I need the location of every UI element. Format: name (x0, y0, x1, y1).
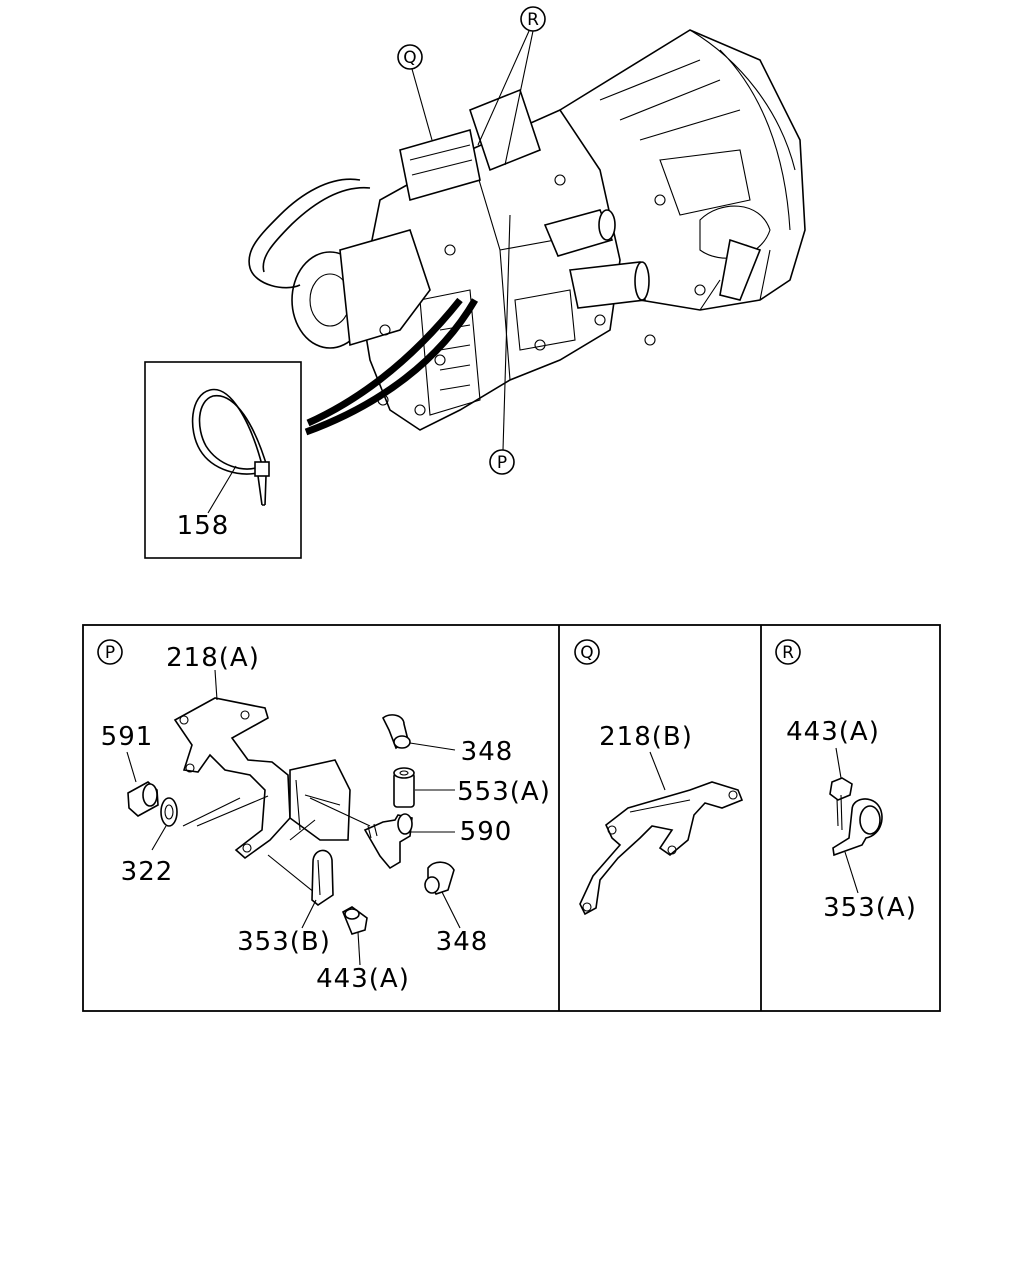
part-348-bottom-label: 348 (436, 927, 489, 957)
panel-q: Q 218(B) (574, 639, 744, 916)
panel-r-marker: R (782, 643, 794, 663)
part-218b-label: 218(B) (599, 722, 693, 752)
tee-connector-590-icon (363, 813, 413, 870)
panel-p-marker: P (105, 643, 115, 663)
part-218a-label: 218(A) (166, 643, 260, 673)
part-443a-label: 443(A) (316, 964, 410, 994)
callout-r: R (477, 6, 546, 166)
part-553a-label: 553(A) (457, 777, 551, 807)
detail-panels-frame (82, 624, 941, 1012)
callout-p-label: P (497, 453, 507, 473)
clip-353a-icon (832, 798, 883, 857)
part-591-label: 591 (101, 722, 154, 752)
panel-r: R 443(A) 353(A) (775, 639, 917, 923)
washer-322-icon (160, 797, 178, 827)
banjo-fitting-348-top-icon (382, 714, 411, 750)
clip-353b-icon (311, 849, 334, 906)
bolt-443a-icon (341, 906, 368, 935)
part-353b-label: 353(B) (237, 927, 331, 957)
banjo-fitting-348-bottom-icon (424, 861, 455, 895)
part-353a-label: 353(A) (823, 893, 917, 923)
callout-q: Q (397, 44, 433, 141)
cable-tie-icon (191, 388, 270, 506)
part-158-label: 158 (177, 511, 230, 541)
part-322-label: 322 (121, 857, 174, 887)
bracket-218b-icon (579, 781, 744, 916)
callout-p: P (489, 214, 515, 475)
bracket-218a-icon (173, 697, 351, 860)
transmission-assembly-drawing (248, 29, 806, 436)
panel-p: P 218(A) 591 322 (97, 639, 551, 994)
part-443a-r-label: 443(A) (786, 717, 880, 747)
nut-591-icon (127, 781, 159, 817)
panel-q-marker: Q (580, 643, 593, 663)
callout-q-label: Q (403, 48, 416, 68)
part-590-label: 590 (460, 817, 513, 847)
spacer-553a-icon (393, 767, 415, 808)
bolt-443a-r-icon (829, 777, 853, 831)
part-348-top-label: 348 (461, 737, 514, 767)
callout-r-label: R (527, 10, 539, 30)
cable-tie-inset: 158 (144, 361, 302, 559)
